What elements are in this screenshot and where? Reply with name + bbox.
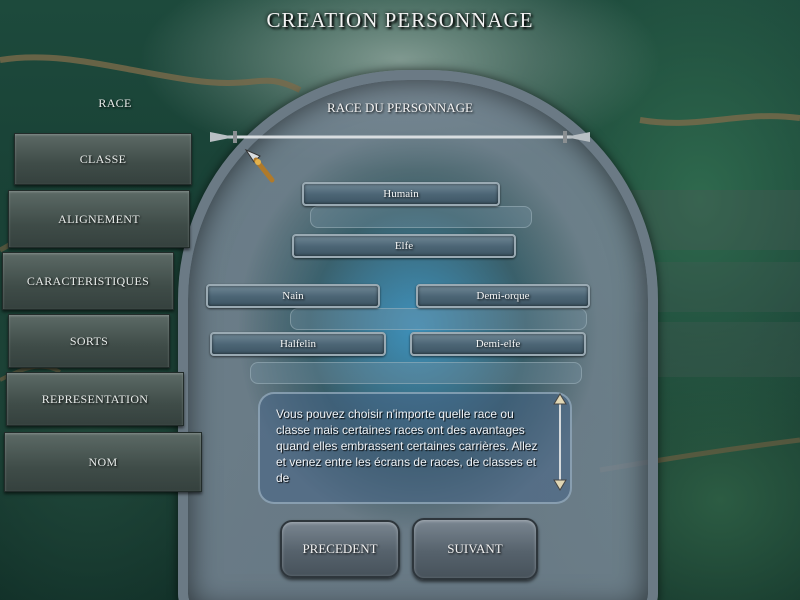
- empty-slot: [250, 362, 582, 384]
- tab-alignement[interactable]: ALIGNEMENT: [8, 190, 190, 248]
- panel-subtitle: RACE DU PERSONNAGE: [327, 100, 473, 115]
- empty-slot: [290, 308, 587, 330]
- tab-nom[interactable]: NOM: [4, 432, 202, 492]
- previous-button[interactable]: PRECEDENT: [280, 520, 400, 578]
- description-box: [258, 392, 572, 504]
- dagger-cursor-icon: [244, 148, 275, 183]
- race-button-elfe[interactable]: Elfe: [292, 234, 516, 258]
- race-button-halfelin[interactable]: Halfelin: [210, 332, 386, 356]
- race-button-demi-elfe[interactable]: Demi-elfe: [410, 332, 586, 356]
- description-text: Vous pouvez choisir n'importe quelle rac…: [276, 407, 538, 485]
- tab-caracteristiques[interactable]: CARACTERISTIQUES: [2, 252, 174, 310]
- race-button-demi-orque[interactable]: Demi-orque: [416, 284, 590, 308]
- tab-sorts[interactable]: SORTS: [8, 314, 170, 368]
- race-button-humain[interactable]: Humain: [302, 182, 500, 206]
- tab-race[interactable]: RACE: [98, 95, 132, 110]
- next-button[interactable]: SUIVANT: [412, 518, 538, 580]
- description-scrollbar[interactable]: [552, 392, 568, 492]
- screen-title: CREATION PERSONNAGE: [266, 8, 534, 32]
- arrow-up-icon: [553, 393, 567, 405]
- race-button-nain[interactable]: Nain: [206, 284, 380, 308]
- arrow-down-icon: [553, 479, 567, 491]
- sword-divider-icon: [210, 131, 590, 143]
- empty-slot: [310, 206, 532, 228]
- tab-classe[interactable]: CLASSE: [14, 133, 192, 185]
- tab-representation[interactable]: REPRESENTATION: [6, 372, 184, 426]
